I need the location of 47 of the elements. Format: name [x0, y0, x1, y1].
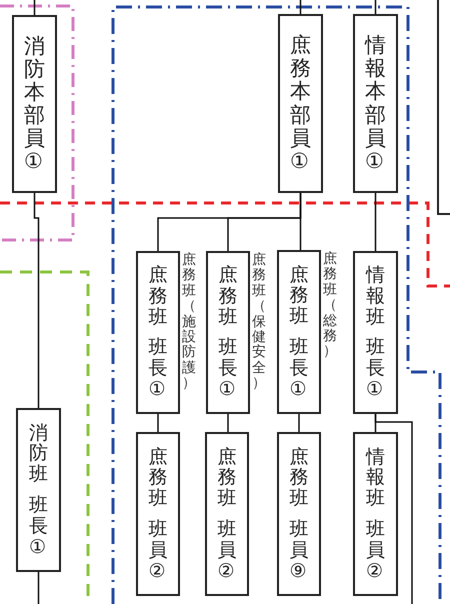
position-label: 庶務班: [218, 446, 236, 510]
position-label: 庶務本部員①: [290, 34, 311, 173]
connector-line: [374, 193, 376, 251]
position-label: 庶務班: [218, 265, 238, 328]
position-label: 班員②: [148, 518, 168, 582]
position-box: [205, 432, 249, 596]
position-label: 庶務班: [290, 446, 308, 510]
connector-line: [38, 572, 40, 604]
position-label: 消防本部員①: [24, 34, 45, 174]
position-label: 庶務班: [290, 264, 308, 328]
connector-line: [227, 414, 229, 432]
position-label: 庶務班: [148, 265, 168, 328]
position-label: 班員⑨: [290, 518, 308, 582]
connector-line: [374, 0, 376, 14]
connector-line: [34, 0, 36, 15]
position-label: 班長①: [290, 336, 308, 400]
position-label: 情報班: [366, 446, 385, 510]
position-box: [278, 14, 323, 193]
section-note: 庶務班（保健安全）: [252, 253, 266, 392]
position-box: [353, 251, 398, 414]
position-box: [353, 14, 398, 193]
position-label: 班員②: [366, 518, 385, 582]
position-box: [277, 432, 321, 596]
connector-line: [374, 414, 413, 604]
connector-line: [34, 193, 40, 408]
position-label: 班員②: [218, 518, 236, 582]
position-box: [12, 15, 57, 193]
section-note: 庶務班（施設防護）: [182, 253, 196, 392]
position-box: [206, 251, 250, 414]
position-box: [136, 251, 180, 414]
connector-line: [300, 193, 302, 250]
position-label: 消防班: [29, 422, 48, 486]
position-label: 班長①: [366, 337, 385, 400]
position-label: 庶務班: [148, 446, 168, 510]
position-label: 班長①: [218, 337, 238, 400]
connector-line: [157, 414, 159, 432]
connector-line: [298, 414, 300, 432]
position-box: [16, 408, 61, 572]
position-label: 情報本部員①: [365, 34, 386, 173]
section-note: 庶務班（総務）: [323, 252, 337, 360]
connector-line: [300, 0, 302, 14]
position-label: 情報班: [366, 265, 385, 328]
position-box: [277, 250, 321, 414]
position-box: [136, 432, 180, 596]
position-label: 班長①: [148, 337, 168, 400]
position-box: [353, 432, 398, 596]
position-label: 班長①: [29, 494, 48, 558]
